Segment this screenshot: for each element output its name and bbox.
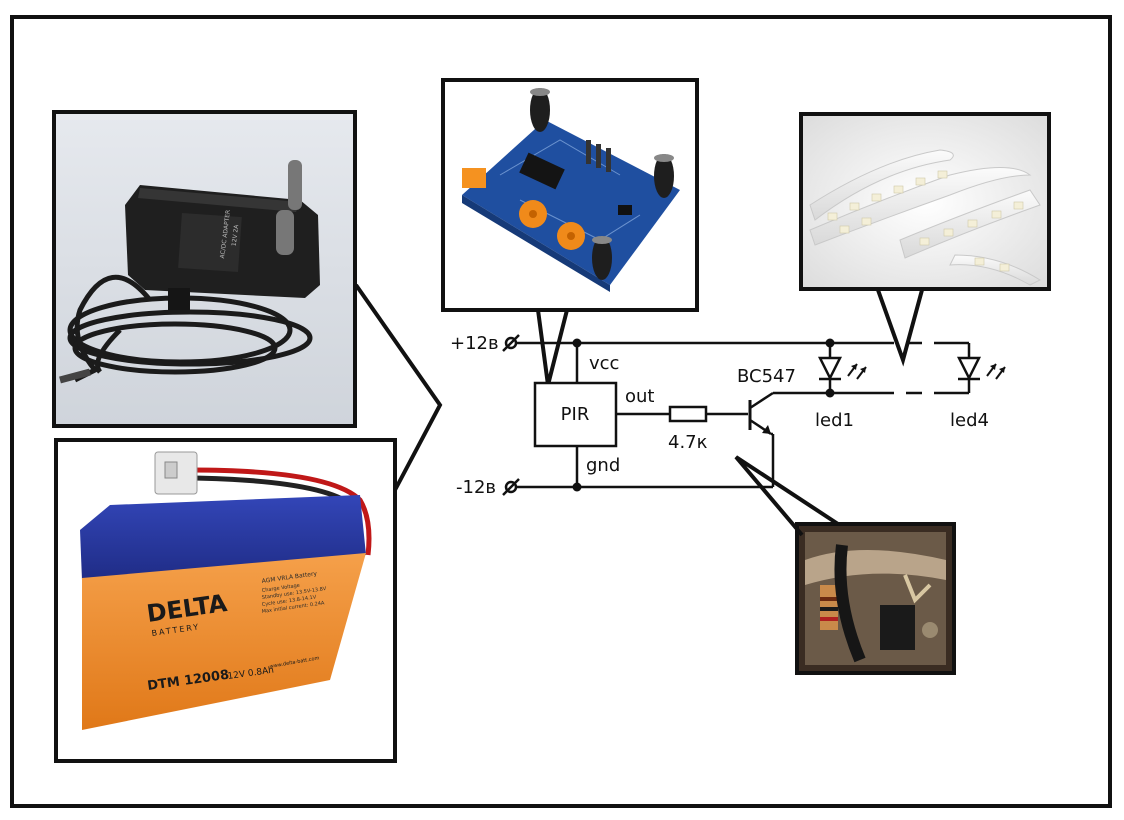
resistor-value-label: 4.7к xyxy=(668,432,708,453)
resistor xyxy=(668,405,708,423)
pin-out-label: out xyxy=(625,386,654,407)
led4-label: led4 xyxy=(950,410,989,431)
plus-terminal xyxy=(502,334,520,352)
led1-symbol xyxy=(817,338,867,398)
pir-block-label: PIR xyxy=(561,404,590,425)
callout-lines xyxy=(354,283,924,537)
led1-label: led1 xyxy=(815,410,854,431)
led4-symbol xyxy=(956,343,1006,393)
transistor-model-label: BC547 xyxy=(737,366,796,387)
minus-label: -12в xyxy=(456,477,496,498)
pin-vcc-label: vcc xyxy=(589,353,619,374)
battery-spec-1: Charge Voltage xyxy=(261,583,300,594)
plus-label: +12в xyxy=(450,333,499,354)
transistor-bc547 xyxy=(748,391,830,487)
adapter-label-line2: 12V 2A xyxy=(231,223,241,246)
soldered-transistor-photo xyxy=(795,522,956,675)
outer-frame xyxy=(10,15,1112,808)
battery-photo: DELTA BATTERY AGM VRLA Battery Charge Vo… xyxy=(54,438,397,763)
adapter-photo: AC/DC ADAPTER 12V 2A xyxy=(52,110,357,428)
pin-gnd-label: gnd xyxy=(586,455,620,476)
minus-terminal xyxy=(502,478,520,496)
pir-block xyxy=(533,381,618,448)
schematic: +12в -12в PIR vcc out gnd 4.7к BC547 xyxy=(450,333,1006,498)
pir-module-photo xyxy=(441,78,699,312)
led-strip-photo xyxy=(799,112,1051,291)
